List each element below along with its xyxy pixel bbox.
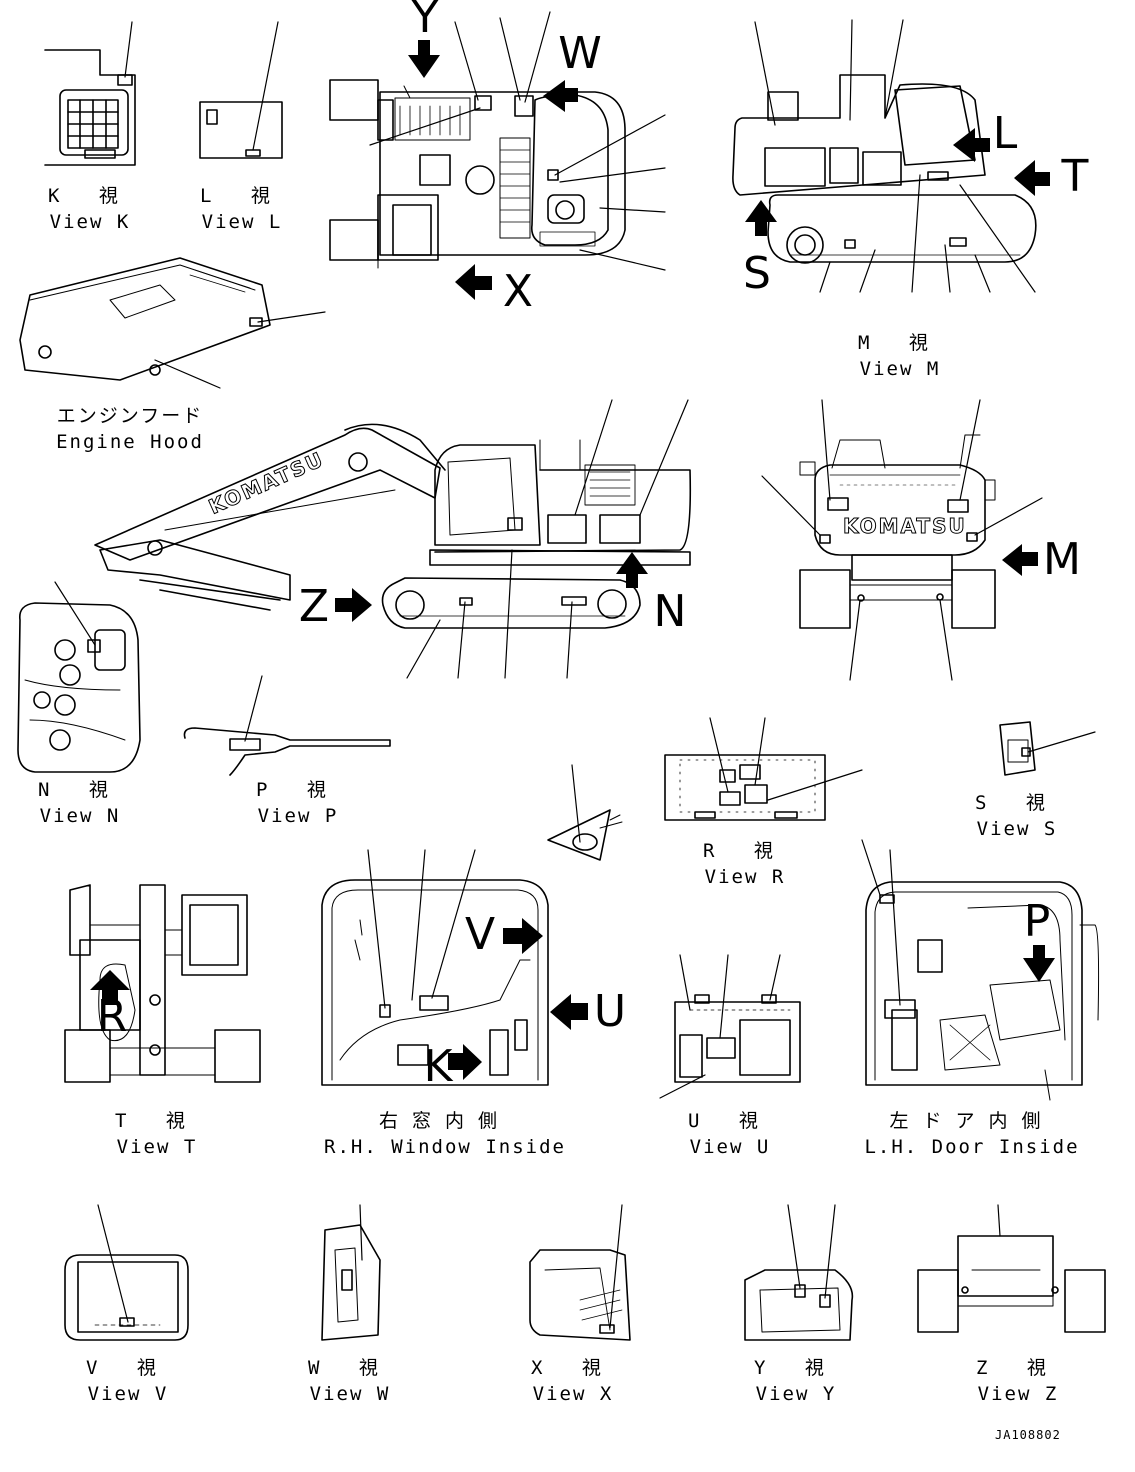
label-marker	[87, 639, 101, 653]
arrow-y-icon	[408, 40, 440, 78]
view-s-drawing	[999, 721, 1096, 776]
label-marker	[744, 784, 768, 804]
view-u-drawing	[659, 954, 801, 1099]
label-marker	[547, 169, 559, 181]
arrow-label-y: Y	[411, 0, 439, 43]
arrow-n-icon	[616, 552, 648, 588]
arrow-x-icon	[455, 264, 492, 300]
arrow-label-z: Z	[298, 581, 330, 632]
rear-view-drawing	[761, 399, 1043, 681]
view-t-drawing	[64, 884, 261, 1083]
arrow-u-icon	[550, 994, 588, 1030]
label-marker	[879, 894, 895, 904]
lh-door-drawing	[861, 839, 1100, 1101]
label-marker	[514, 95, 534, 117]
arrow-label-k: K	[423, 1041, 453, 1092]
arrow-label-x: X	[502, 266, 534, 317]
arrow-p-icon	[1023, 945, 1055, 982]
label-marker	[679, 1034, 703, 1078]
view-y-drawing	[744, 1204, 854, 1341]
view-x-drawing	[529, 1204, 631, 1341]
label-marker	[827, 497, 849, 511]
view-m-drawing	[732, 19, 1037, 293]
top-view-drawing	[329, 11, 666, 271]
label-marker	[341, 1269, 353, 1291]
label-marker	[927, 171, 949, 181]
arrow-label-u: U	[593, 986, 627, 1037]
arrow-label-l: L	[992, 108, 1018, 159]
drawing-code: JA108802	[995, 1428, 1061, 1442]
engine-hood-drawing	[19, 257, 326, 389]
view-v-drawing	[64, 1204, 189, 1341]
view-n-drawing	[17, 581, 141, 773]
view-w-drawing	[321, 1204, 381, 1341]
rh-window-drawing	[321, 849, 549, 1086]
label-marker	[599, 1324, 615, 1334]
label-marker	[947, 499, 969, 513]
arrow-z-icon	[335, 588, 372, 622]
arrow-l-icon	[953, 128, 990, 162]
view-l-drawing	[199, 21, 283, 159]
arrow-r-icon	[90, 970, 130, 1005]
arrow-label-p: P	[1023, 896, 1051, 947]
arrow-label-v: V	[464, 909, 496, 960]
arrow-label-r: R	[96, 991, 128, 1042]
arrow-label-w: W	[558, 28, 602, 79]
arrow-label-s: S	[743, 248, 771, 299]
label-marker	[719, 791, 741, 806]
arrow-label-m: M	[1043, 534, 1081, 585]
view-p-drawing	[183, 675, 391, 776]
arrow-w-icon	[543, 80, 578, 112]
arrow-k-icon	[448, 1044, 482, 1080]
arrow-label-t: T	[1061, 151, 1089, 202]
arrow-label-n: N	[653, 586, 687, 637]
label-marker	[507, 517, 523, 531]
label-marker	[474, 95, 492, 111]
label-marker	[419, 995, 449, 1011]
main-side-view-drawing	[94, 399, 692, 679]
view-k-drawing	[44, 21, 136, 166]
arrow-v-icon	[503, 918, 543, 954]
label-marker	[245, 149, 261, 157]
arrow-s-icon	[745, 200, 777, 236]
arrow-m-icon	[1002, 544, 1038, 576]
view-z-drawing	[917, 1204, 1106, 1333]
brand-text-rear: KOMATSU	[843, 514, 967, 539]
arrow-t-icon	[1014, 160, 1050, 196]
label-marker	[706, 1037, 736, 1059]
hazard-triangle-drawing	[547, 764, 623, 861]
view-r-drawing	[664, 717, 863, 821]
